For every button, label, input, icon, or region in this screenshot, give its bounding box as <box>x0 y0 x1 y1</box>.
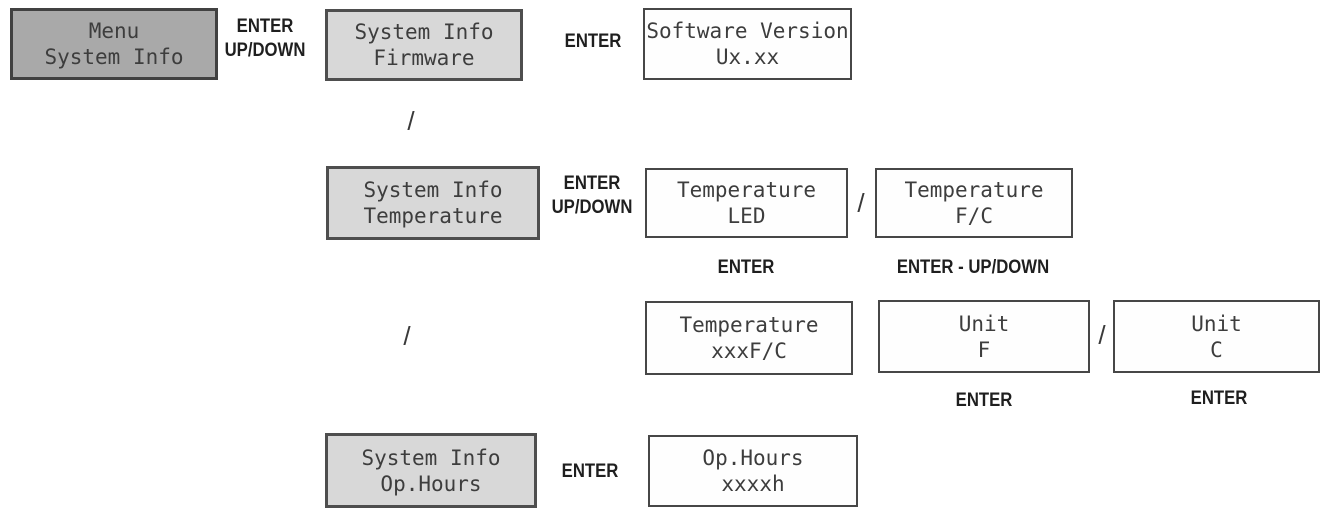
lcd-line-2: xxxxh <box>721 472 785 496</box>
lcd-line-1: Menu <box>88 19 140 43</box>
lcd-line-2: LED <box>727 204 766 228</box>
lcd-screen-ophours-value: Op.Hours xxxxh <box>648 435 858 507</box>
lcd-line-1: System Info <box>363 178 503 202</box>
key-label-enter-3: ENTER <box>955 390 1013 411</box>
lcd-line-1: Unit <box>1191 311 1242 336</box>
lcd-screen-temperature-led: Temperature LED <box>645 168 848 238</box>
lcd-line-2: Ux.xx <box>715 45 780 69</box>
key-label-enter-updown-1: ENTER UP/DOWN <box>212 15 318 63</box>
key-label-enter-4: ENTER <box>1190 388 1248 409</box>
key-label-updown: UP/DOWN <box>551 197 633 218</box>
lcd-screen-unit-f: Unit F <box>878 300 1090 373</box>
key-label-enter-updown-3: ENTER - UP/DOWN <box>896 257 1050 278</box>
or-slash-3: / <box>403 321 411 351</box>
lcd-line-2: Temperature <box>363 204 503 228</box>
or-slash-1: / <box>407 106 415 136</box>
key-label-enter-1: ENTER <box>564 31 622 52</box>
lcd-screen-menu-system-info: Menu System Info <box>10 8 218 80</box>
key-label-enter: ENTER <box>236 16 294 37</box>
lcd-line-1: Temperature <box>679 313 819 337</box>
lcd-line-2: C <box>1210 337 1223 362</box>
lcd-screen-temperature-fc: Temperature F/C <box>875 168 1073 238</box>
lcd-line-2: System Info <box>44 45 184 69</box>
lcd-line-2: xxxF/C <box>711 339 787 363</box>
lcd-line-1: Software Version <box>646 19 849 43</box>
lcd-line-1: System Info <box>354 20 494 44</box>
key-label-enter: ENTER <box>563 173 621 194</box>
lcd-line-1: Op.Hours <box>702 446 804 470</box>
lcd-screen-system-info-firmware: System Info Firmware <box>325 9 523 81</box>
lcd-screen-unit-c: Unit C <box>1113 300 1320 373</box>
lcd-line-2: F/C <box>955 204 993 228</box>
lcd-line-2: Op.Hours <box>380 471 482 496</box>
key-label-enter-2: ENTER <box>717 257 775 278</box>
lcd-screen-software-version: Software Version Ux.xx <box>643 8 852 80</box>
lcd-line-1: Unit <box>958 311 1010 336</box>
key-label-enter-5: ENTER <box>561 461 619 482</box>
key-label-enter-updown-2: ENTER UP/DOWN <box>539 172 645 220</box>
lcd-line-1: Temperature <box>676 178 817 202</box>
lcd-line-1: System Info <box>361 445 501 470</box>
lcd-screen-system-info-ophours: System Info Op.Hours <box>325 433 537 508</box>
lcd-screen-temperature-xxxfc: Temperature xxxF/C <box>645 301 853 375</box>
or-slash-2: / <box>857 188 865 218</box>
or-slash-4: / <box>1098 320 1106 350</box>
lcd-line-2: F <box>977 337 991 362</box>
key-label-updown: UP/DOWN <box>224 40 306 61</box>
lcd-screen-system-info-temperature: System Info Temperature <box>326 166 540 240</box>
lcd-line-2: Firmware <box>373 46 475 70</box>
lcd-line-1: Temperature <box>904 178 1044 202</box>
